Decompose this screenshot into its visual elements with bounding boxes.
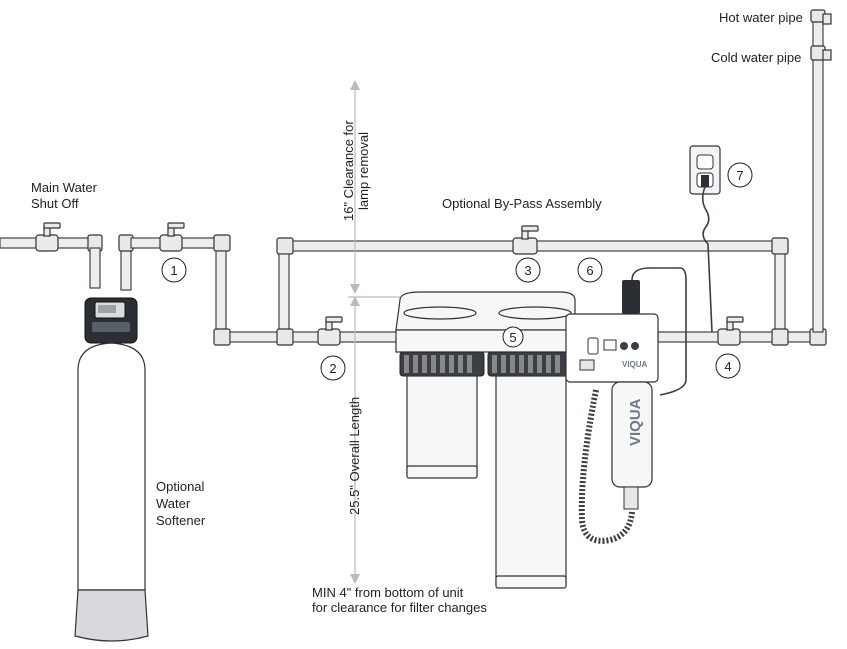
uv-system-icon: [565, 267, 687, 544]
main-shutoff-valve-icon: [35, 222, 61, 252]
callout-3: 3: [515, 257, 541, 283]
callout-1: 1: [161, 257, 187, 283]
bypass-label: Optional By-Pass Assembly: [442, 196, 602, 211]
softener-outlet-pipe: [118, 234, 281, 346]
outlet-valve-4-icon: [717, 316, 744, 346]
callout-5: 5: [502, 326, 524, 348]
inlet-valve-2-icon: [317, 316, 343, 346]
clearance-label-line2: lamp removal: [356, 132, 371, 210]
callout-7: 7: [727, 162, 753, 188]
clearance-label-line1: 16" Clearance for: [341, 120, 356, 221]
svg-text:3: 3: [524, 263, 531, 278]
callout-2: 2: [320, 355, 346, 381]
softener-label-line1: Optional: [156, 479, 205, 494]
power-outlet-icon: [689, 145, 721, 333]
svg-text:6: 6: [586, 263, 593, 278]
svg-text:1: 1: [170, 263, 177, 278]
overall-length-dimension: [350, 296, 360, 584]
min-clearance-line2: for clearance for filter changes: [312, 600, 487, 615]
callout-6: 6: [577, 257, 603, 283]
softener-label-line3: Softener: [156, 513, 206, 528]
cold-water-pipe-label: Cold water pipe: [711, 50, 801, 65]
cold-water-riser: [810, 9, 832, 333]
inlet-valve-1-icon: [159, 222, 185, 252]
brand-front: VIQUA: [622, 360, 648, 369]
callout-4: 4: [715, 353, 741, 379]
water-softener-icon: [74, 297, 149, 642]
system-outlet-pipe: [657, 328, 827, 346]
overall-length-label: 25.5" Overall Length: [347, 397, 362, 515]
svg-text:2: 2: [329, 361, 336, 376]
svg-text:5: 5: [509, 330, 516, 345]
bypass-valve-3-icon: [512, 225, 539, 255]
hot-water-pipe-label: Hot water pipe: [719, 10, 803, 25]
filter-housing-icon: [395, 291, 577, 589]
brand-side: VIQUA: [627, 398, 644, 446]
main-shutoff-label-line1: Main Water: [31, 180, 98, 195]
system-inlet-pipe: [292, 331, 401, 343]
main-shutoff-label-line2: Shut Off: [31, 196, 79, 211]
svg-text:4: 4: [724, 359, 731, 374]
min-clearance-line1: MIN 4" from bottom of unit: [312, 585, 464, 600]
clearance-dimension: [348, 80, 400, 298]
svg-text:7: 7: [736, 168, 743, 183]
softener-label-line2: Water: [156, 496, 191, 511]
